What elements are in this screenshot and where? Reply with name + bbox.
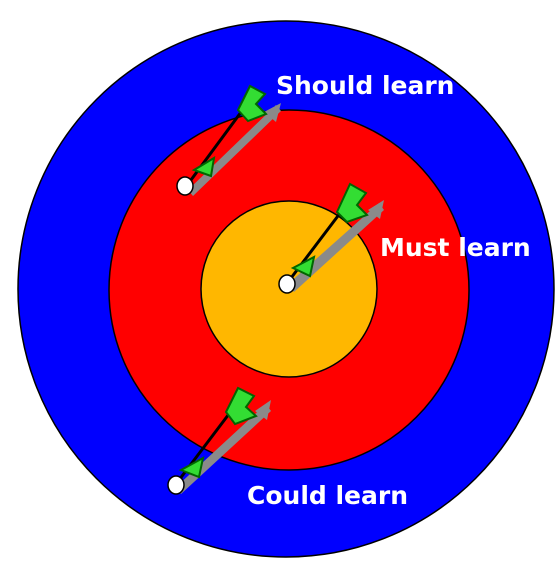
arrow-hole bbox=[279, 275, 295, 293]
label-should-learn: Should learn bbox=[276, 71, 454, 100]
label-must-learn: Must learn bbox=[380, 233, 531, 262]
arrow-hole bbox=[177, 177, 193, 195]
arrow-hole bbox=[168, 476, 184, 494]
label-could-learn: Could learn bbox=[247, 481, 408, 510]
